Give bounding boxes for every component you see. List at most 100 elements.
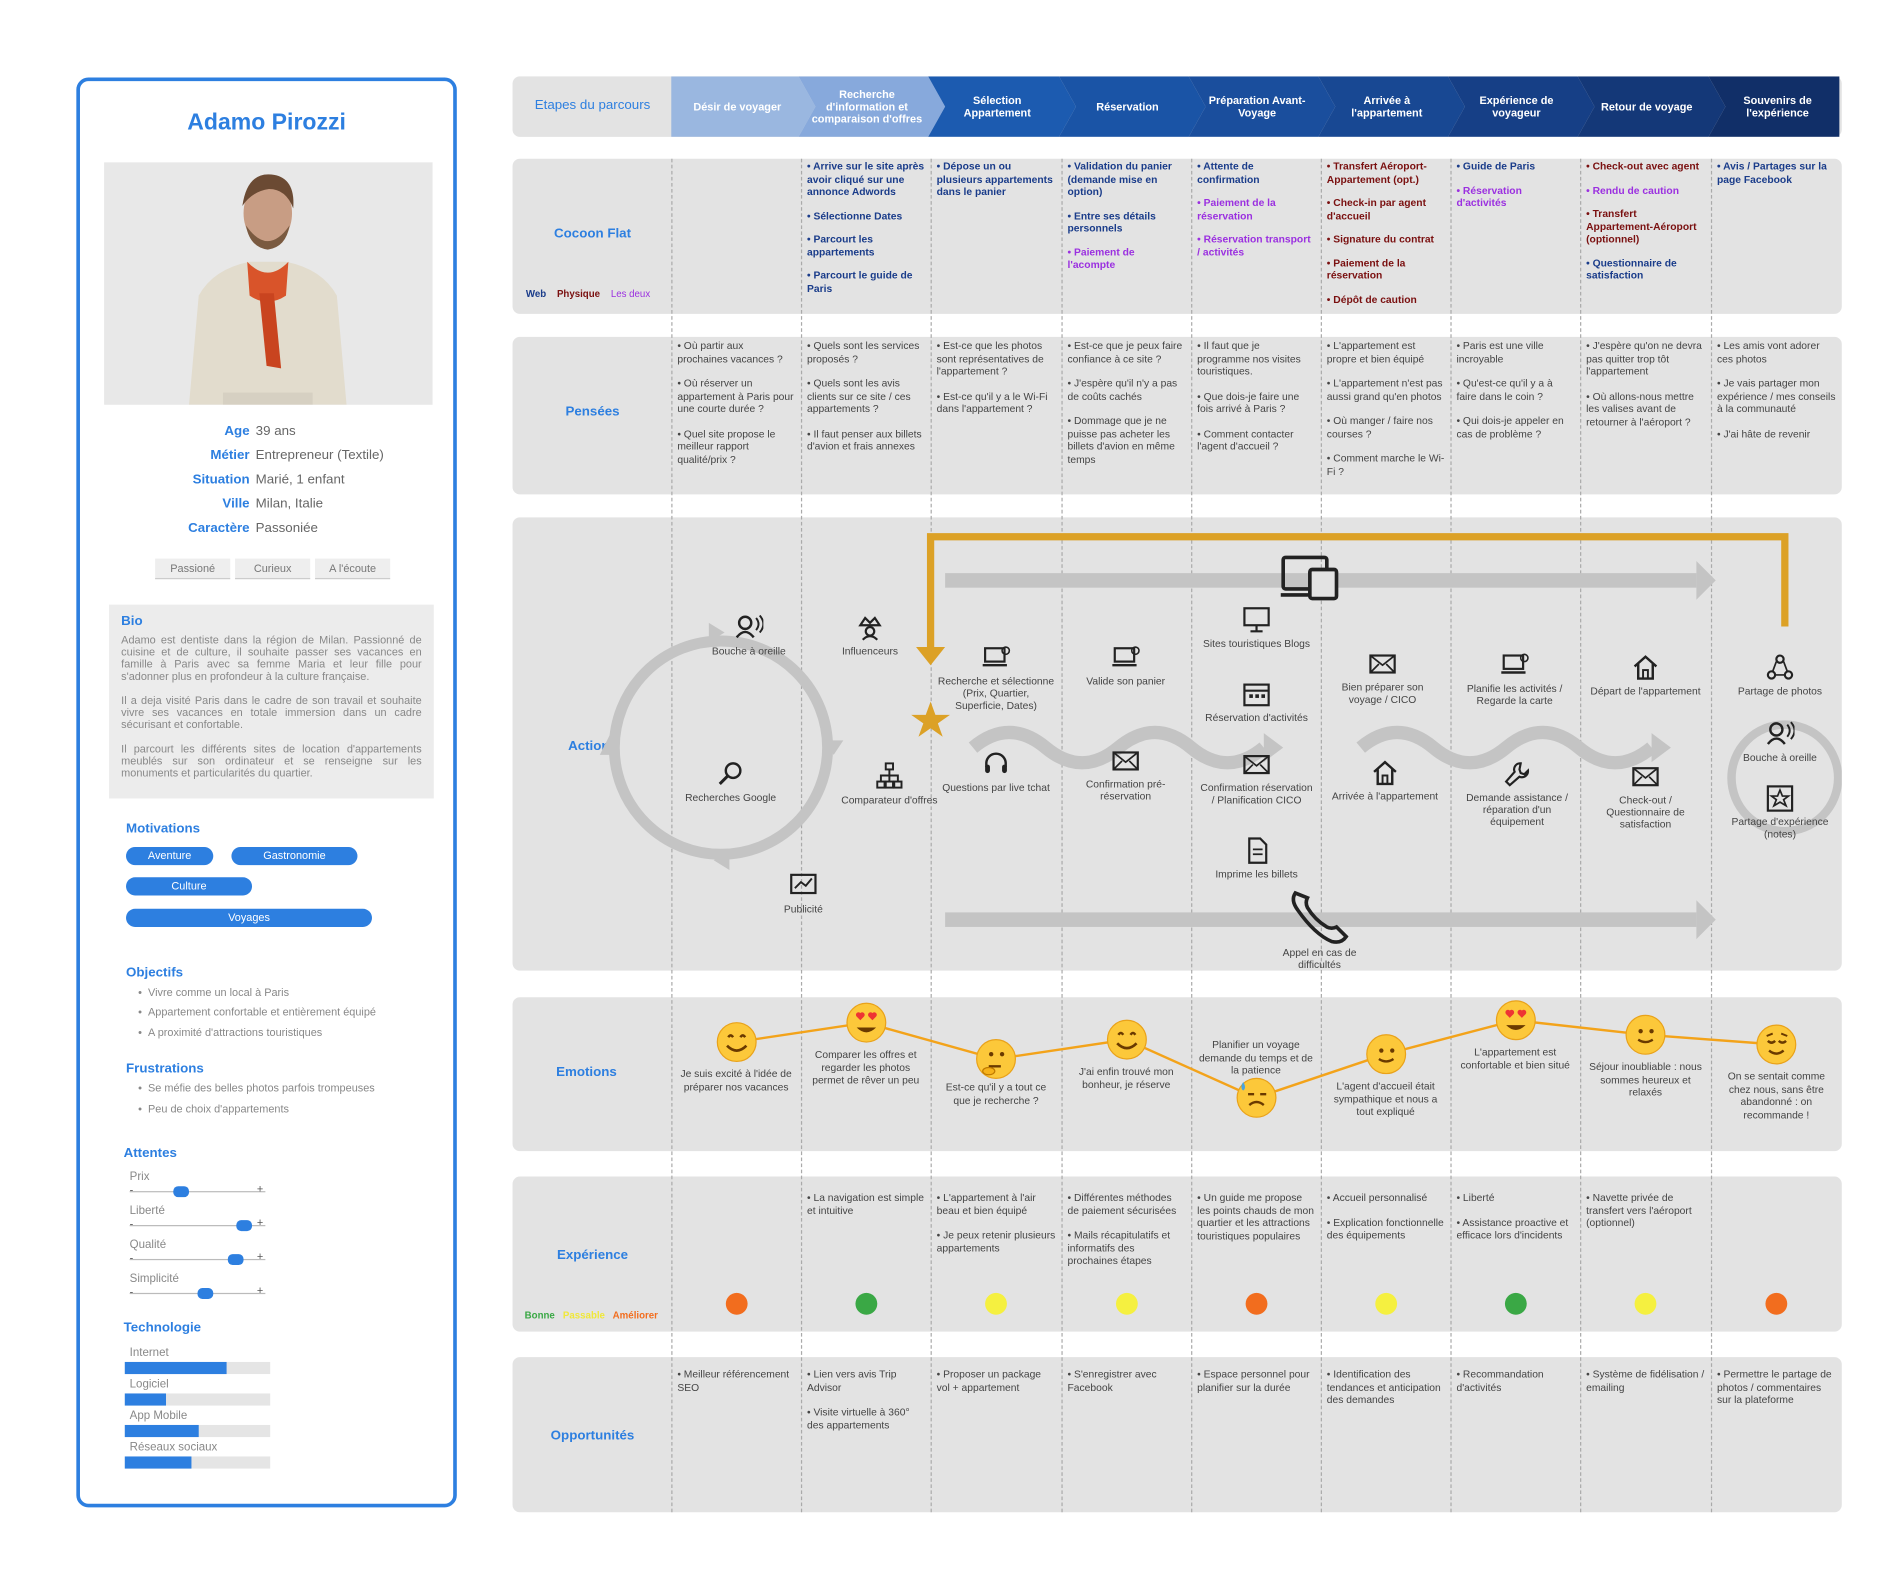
star-icon (1765, 784, 1794, 813)
opportunite-item: • Proposer un package vol + appartement (936, 1368, 1042, 1393)
frustration-item: • Se méfie des belles photos parfois tro… (138, 1082, 375, 1095)
pensee-item: • J'espère qu'on ne devra pas quitter tr… (1586, 339, 1702, 377)
objectif-text: A proximité d'attractions touristiques (148, 1026, 323, 1039)
touchpoint-item: • Guide de Paris (1456, 159, 1536, 173)
stage-chevron (671, 76, 816, 137)
minus-icon: - (129, 1251, 134, 1264)
trait-tag: Curieux (235, 558, 311, 580)
info-row-age: Age 39 ans (80, 424, 460, 448)
attente-knob[interactable] (197, 1288, 214, 1299)
pensee-item: • Que dois-je faire une fois arrivé à Pa… (1197, 389, 1300, 415)
stage-chevron (1059, 76, 1206, 137)
touchpoint-item: • Check-in par agent d'accueil (1326, 196, 1427, 222)
experience-item: • Je peux retenir plusieurs appartements (936, 1228, 1056, 1254)
motivations-title: Motivations (126, 821, 201, 837)
tech-label: App Mobile (129, 1409, 188, 1423)
tech-bar (124, 1456, 271, 1469)
attente-knob[interactable] (173, 1186, 190, 1198)
emotion-text: Je suis excité à l'idée de préparer nos … (680, 1067, 792, 1093)
star-icon (911, 701, 950, 737)
attente-track (129, 1225, 266, 1227)
stage-chevron (1188, 76, 1336, 137)
experience-item: • L'appartement à l'air beau et bien équ… (936, 1191, 1036, 1216)
laptop-icon (981, 643, 1011, 672)
stage-label: Expérience de voyageur (1479, 94, 1554, 119)
megaphone-icon (1765, 720, 1796, 749)
touchpoint-item: • Dépôt de caution (1326, 292, 1417, 305)
info-row-ville: Ville Milan, Italie (80, 497, 460, 521)
love-face-icon (845, 1002, 886, 1043)
experience-cell: • L'appartement à l'air beau et bien équ… (937, 1191, 1056, 1266)
touchpoint-item: • Rendu de caution (1586, 183, 1679, 196)
experience-cell: • Accueil personnalisé• Explication fonc… (1327, 1191, 1445, 1253)
attente-track (129, 1191, 266, 1193)
touchpoint-item: • Parcourt les appartements (806, 232, 875, 258)
touchpoint-cell: • Validation du panier (demande mise en … (1068, 160, 1186, 282)
experience-cell: • Un guide me propose les points chauds … (1197, 1191, 1315, 1254)
attente-knob[interactable] (227, 1254, 244, 1266)
frustration-item: • Peu de choix d'appartements (138, 1102, 289, 1115)
info-value: Marié, 1 enfant (255, 472, 345, 488)
row-label-opportunites: Opportunités (550, 1428, 635, 1444)
think-face-icon (975, 1038, 1017, 1080)
action-label: Confirmation pré-réservation (1085, 777, 1166, 803)
love-face-icon (1495, 1000, 1536, 1041)
row-opportunites-bg (512, 1357, 1842, 1513)
opportunite-cell: • Système de fidélisation / emailing (1586, 1368, 1705, 1406)
stage-label: Retour de voyage (1600, 100, 1693, 113)
home-icon (1631, 653, 1660, 682)
motivation-pill: Gastronomie (231, 846, 358, 866)
gold-loop-line (926, 533, 1789, 661)
relieved-face-icon (1756, 1024, 1797, 1065)
emotion-text: L'appartement est confortable et bien si… (1460, 1045, 1570, 1071)
monitor-icon (1242, 606, 1271, 635)
touchpoint-item: • Réservation transport / activités (1197, 232, 1311, 258)
motivation-pill: Voyages (126, 908, 372, 927)
frustration-text: Peu de choix d'appartements (148, 1102, 289, 1115)
persona-photo (104, 162, 433, 405)
touchpoint-item: • Transfert Aéroport-Appartement (opt.) (1326, 159, 1427, 185)
pensee-item: • Quel site propose le meilleur rapport … (677, 427, 776, 465)
info-row-metier: Métier Entrepreneur (Textile) (80, 448, 460, 472)
touchpoint-cell: • Dépose un ou plusieurs appartements da… (937, 160, 1056, 209)
experience-rating-dot (1765, 1292, 1788, 1315)
legend-physique: Physique (556, 288, 601, 300)
action-label: Arrivée à l'appartement (1331, 790, 1439, 803)
touchpoint-item: • Check-out avec agent (1586, 159, 1700, 173)
experience-rating-dot (1504, 1292, 1527, 1315)
channel-legend: Web Physique Les deux (526, 288, 650, 299)
pensee-item: • Est-ce que je peux faire confiance à c… (1067, 339, 1183, 365)
persona-name: Adamo Pirozzi (187, 110, 346, 136)
gold-arrow-head (916, 647, 946, 666)
attente-label: Prix (129, 1170, 150, 1184)
touchpoint-item: • Paiement de la réservation (1197, 196, 1276, 222)
attente-track (129, 1258, 266, 1261)
action-label: Sites touristiques Blogs (1202, 637, 1311, 650)
pensee-item: • Est-ce qu'il y a le Wi-Fi dans l'appar… (936, 389, 1048, 415)
tech-bar-fill (124, 1456, 192, 1469)
technologie-title: Technologie (123, 1320, 202, 1336)
opportunite-item: • Identification des tendances et antici… (1326, 1368, 1441, 1406)
touchpoint-item: • Attente de confirmation (1197, 159, 1260, 185)
awareness-cycle (608, 635, 834, 860)
tech-bar-fill (124, 1393, 166, 1406)
pensee-item: • Il faut que je programme nos visites t… (1197, 339, 1301, 377)
pensee-item: • Paris est une ville incroyable (1456, 339, 1544, 365)
mail-icon (1631, 762, 1660, 791)
stage-chevron (1708, 76, 1840, 137)
megaphone-icon (734, 613, 765, 642)
action-label: Partage de photos (1737, 684, 1823, 697)
column-separator (1320, 158, 1322, 1513)
tech-bar (124, 1361, 271, 1375)
attente-knob[interactable] (236, 1220, 253, 1232)
experience-legend: Bonne Passable Améliorer (525, 1310, 658, 1321)
pensee-item: • L'appartement n'est pas aussi grand qu… (1326, 376, 1443, 402)
wrench-icon (1503, 760, 1532, 789)
emotion-text: Séjour inoubliable : nous sommes heureux… (1589, 1060, 1702, 1098)
attentes-title: Attentes (123, 1146, 177, 1161)
slight-face-icon (1625, 1014, 1666, 1055)
touchpoint-item: • Paiement de l'acompte (1067, 245, 1135, 271)
objectif-item: • A proximité d'attractions touristiques (138, 1026, 323, 1039)
column-separator (671, 158, 673, 1513)
opportunite-item: • Permettre le partage de photos / comme… (1716, 1368, 1832, 1406)
